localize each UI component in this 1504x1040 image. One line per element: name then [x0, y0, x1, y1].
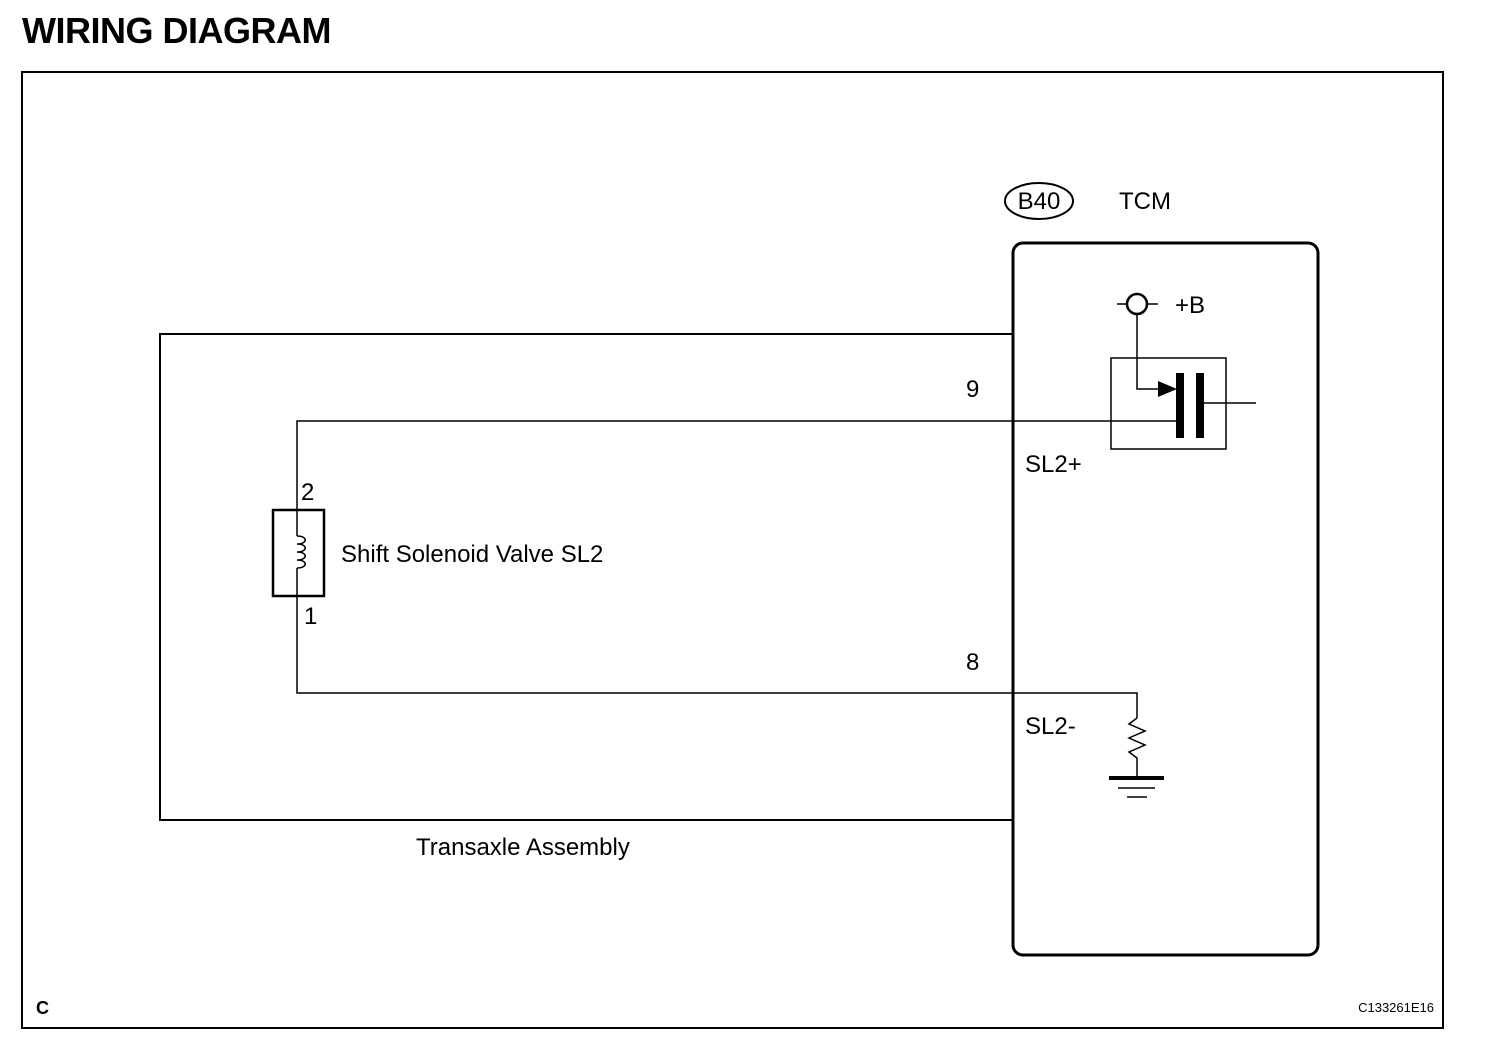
power-label: +B: [1175, 292, 1205, 319]
connector-id: B40: [1018, 188, 1061, 215]
emitter-arrow: [1158, 381, 1177, 397]
tcm-pin-sl2-minus: SL2-: [1025, 713, 1076, 740]
solenoid-valve: [271, 508, 326, 598]
connector-oval: [1004, 182, 1074, 220]
driver-transistor: [1110, 314, 1256, 450]
solenoid-label: Shift Solenoid Valve SL2: [341, 541, 603, 568]
power-terminal: [1117, 292, 1158, 316]
diagram-frame: [21, 71, 1444, 1029]
page-title: WIRING DIAGRAM: [22, 10, 331, 51]
tcm-pin-9: 9: [966, 376, 979, 403]
wire-sl2-minus: [296, 596, 1138, 718]
resistor-symbol: [1127, 717, 1147, 776]
transaxle-assembly-label: Transaxle Assembly: [416, 834, 630, 861]
solenoid-pin-2: 2: [301, 479, 314, 506]
connector-b40: B40: [1004, 182, 1074, 220]
wire-sl2-plus: [296, 420, 1176, 510]
solenoid-body: [271, 508, 326, 598]
coil-icon: [296, 535, 306, 569]
tcm-label: TCM: [1119, 188, 1171, 215]
ground-icon: [1109, 776, 1164, 798]
solenoid-pin-1: 1: [304, 603, 317, 630]
figure-code: C133261E16: [1358, 1000, 1434, 1015]
tcm-pin-sl2-plus: SL2+: [1025, 451, 1082, 478]
transaxle-assembly-outline: [159, 333, 1013, 821]
tcm-box: [1011, 241, 1320, 957]
tcm-pin-8: 8: [966, 649, 979, 676]
section-letter: C: [36, 998, 49, 1018]
